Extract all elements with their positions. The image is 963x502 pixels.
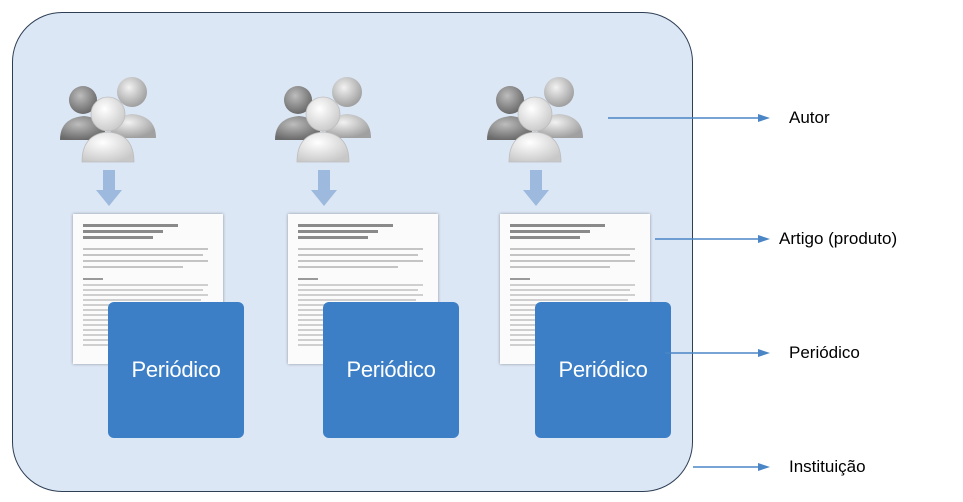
journal-box: Periódico <box>535 302 671 438</box>
people-group-icon <box>60 77 156 163</box>
people-group-icon <box>487 77 583 163</box>
label-institution: Instituição <box>789 457 866 476</box>
journal-label: Periódico <box>346 357 436 382</box>
people-group-icon <box>275 77 371 163</box>
column-2: Periódico <box>233 0 459 502</box>
author-pointer-arrow <box>608 114 770 122</box>
journal-box: Periódico <box>108 302 244 438</box>
journal-box: Periódico <box>323 302 459 438</box>
journal-label: Periódico <box>131 357 221 382</box>
label-article: Artigo (produto) <box>779 229 898 248</box>
label-journal: Periódico <box>789 343 860 362</box>
article-pointer-arrow <box>655 235 770 243</box>
journal-pointer-arrow <box>665 349 770 357</box>
down-arrow-icon <box>523 170 549 206</box>
label-author: Autor <box>789 108 830 127</box>
down-arrow-icon <box>311 170 337 206</box>
column-3: Periódico <box>445 0 671 502</box>
journal-label: Periódico <box>558 357 648 382</box>
down-arrow-icon <box>96 170 122 206</box>
column-1: Periódico <box>18 0 244 502</box>
institution-pointer-arrow <box>693 463 770 471</box>
